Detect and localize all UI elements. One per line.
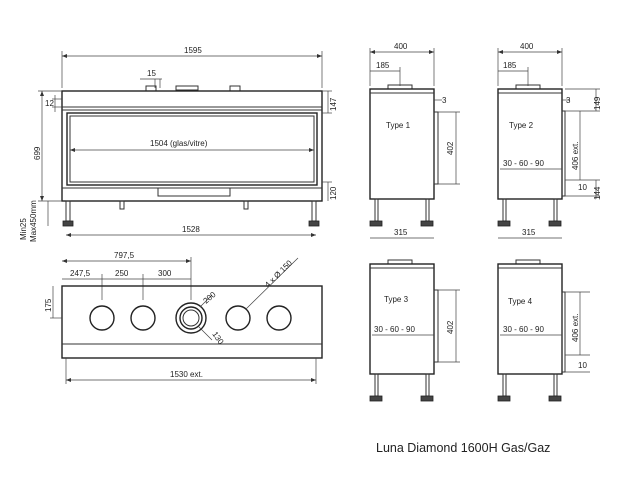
side-view-type3: Type 3 30 - 60 - 90 402 [369,259,460,402]
side-view-type2: 400 185 Type 2 30 - 60 - 90 3 149 406 ex… [497,42,602,239]
type4-small: 10 [578,361,587,370]
base-width-label: 1528 [182,225,200,234]
type3-label: Type 3 [384,295,409,304]
type1-height: 402 [446,141,455,155]
type2-width-sub: 185 [503,61,517,70]
type2-right-bottom: 144 [593,186,602,200]
caption: Luna Diamond 1600H Gas/Gaz [376,441,550,455]
type3-height: 402 [446,320,455,334]
type1-label: Type 1 [386,121,411,130]
type4-height: 406 ext. [571,314,580,342]
type2-label: Type 2 [509,121,534,130]
dim-175: 175 [44,298,53,312]
holes-label: 4 x Ø 150 [263,258,294,289]
type4-range: 30 - 60 - 90 [503,325,544,334]
type2-small: 10 [578,183,587,192]
right-bottom-label: 120 [329,186,338,200]
type1-width-sub: 185 [376,61,390,70]
height-label: 699 [33,146,42,160]
top-view: 797,5 247,5 250 300 175 4 x Ø 150 200 13 [44,251,323,384]
dim-300: 300 [158,269,172,278]
right-top-label: 147 [329,97,338,111]
small-top-label: 15 [147,69,156,78]
type1-depth: 315 [394,228,408,237]
legs-label-min: Min25 [19,218,28,240]
type3-range: 30 - 60 - 90 [374,325,415,334]
type2-right-top: 149 [593,96,602,110]
glass-label: 1504 (glas/vitre) [150,139,208,148]
dim-797: 797,5 [114,251,135,260]
front-width-label: 1595 [184,46,202,55]
type1-offset: 3 [442,96,447,105]
front-view: 1595 15 1504 (glas/vitre) 12 [19,46,338,242]
side-view-type4: Type 4 30 - 60 - 90 406 ext. 10 [497,259,590,402]
type2-range: 30 - 60 - 90 [503,159,544,168]
type2-depth: 315 [522,228,536,237]
dim-2475: 247,5 [70,269,91,278]
type2-height: 406 ext. [571,142,580,170]
bottom-width-label: 1530 ext. [170,370,203,379]
type2-width-top: 400 [520,42,534,51]
side-view-type1: 400 185 Type 1 3 402 315 [369,42,460,239]
dim-250: 250 [115,269,129,278]
type1-width-top: 400 [394,42,408,51]
type4-label: Type 4 [508,297,533,306]
type2-offset: 3 [566,96,571,105]
legs-label-max: Max450mm [29,200,38,242]
left-top-label: 12 [45,99,54,108]
